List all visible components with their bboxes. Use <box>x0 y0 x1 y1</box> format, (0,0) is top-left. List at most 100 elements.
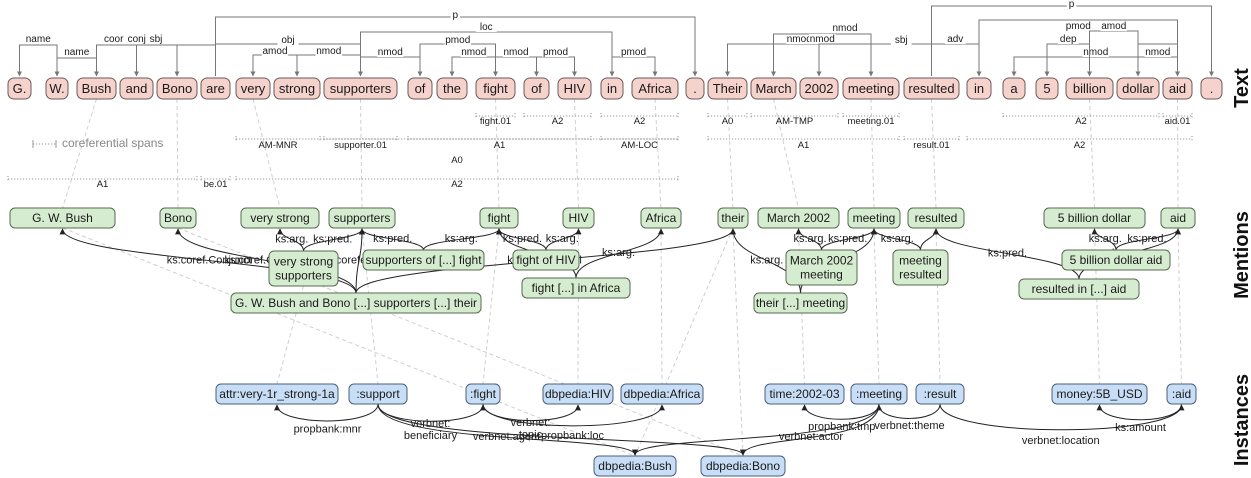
token-supp: supporters <box>323 77 398 100</box>
grounding-link <box>931 98 937 209</box>
dependency-label: nmod <box>810 34 835 45</box>
instance-label: :support <box>356 387 400 401</box>
mention-resulted: resulted <box>907 207 965 229</box>
srl-label: A2 <box>634 116 646 127</box>
mention-supporters: supporters <box>328 207 396 229</box>
instance-bush: dbpedia:Bush <box>593 455 677 477</box>
mention-suppoffight: supporters of [...] fight <box>362 249 485 271</box>
instance-label: :meeting <box>856 387 902 401</box>
mention-label: meeting <box>800 268 843 282</box>
srl-span: A2 <box>235 176 679 190</box>
grounding-link <box>252 98 281 209</box>
srl-label: A2 <box>1074 140 1086 151</box>
mention-label: fight of HIV <box>516 253 575 267</box>
instance-edge: verbnet:actor <box>740 403 880 456</box>
dependency-label: p <box>1069 0 1075 10</box>
token-are: are <box>200 77 231 100</box>
mention-label: very strong <box>250 211 309 225</box>
mention-fightafrica: fight [...] in Africa <box>521 277 631 299</box>
token-label: HIV <box>564 81 586 96</box>
srl-span: AM-LOC <box>600 136 679 151</box>
srl-span: A1 <box>707 136 900 151</box>
mention-5bda: 5 billion dollar aid <box>1061 249 1171 271</box>
mention-edge: ks:pred. <box>359 228 424 251</box>
token-bush: Bush <box>76 77 117 100</box>
mention-edge-label: ks:pred. <box>503 233 542 245</box>
instance-money: money:5B_USD <box>1051 383 1148 405</box>
srl-span: fight.01 <box>475 113 516 127</box>
grounding-link <box>935 227 941 385</box>
token-label: Their <box>713 81 743 96</box>
token-in2: in <box>966 77 992 100</box>
token-label: aid <box>1169 81 1186 96</box>
srl-span: A0 <box>707 113 748 127</box>
instance-label: money:5B_USD <box>1056 387 1142 401</box>
token-label: and <box>126 81 148 96</box>
instance-edge-label: topic <box>519 429 543 441</box>
token-fight: fight <box>475 77 516 100</box>
srl-span: A2 <box>1002 113 1160 127</box>
mention-edge-label: ks:arg. <box>750 255 783 267</box>
dependency-arc: nmod <box>1135 43 1178 77</box>
dependency-label: adv <box>947 34 963 45</box>
srl-label: A0 <box>722 116 734 127</box>
srl-span: aid.01 <box>1162 113 1193 127</box>
instance-edge: ks:amount <box>1096 403 1182 434</box>
token-label: Bono <box>162 81 192 96</box>
mention-bono: Bono <box>159 207 197 229</box>
mention-edge: ks:arg. <box>1089 228 1122 251</box>
dependency-arc: nmod <box>449 47 496 77</box>
srl-label: A1 <box>494 140 506 151</box>
srl-span: A1 <box>407 136 592 151</box>
srl-label: A1 <box>97 179 109 190</box>
instance-bono: dbpedia:Bono <box>700 455 786 477</box>
dependency-arc: nmod <box>294 46 361 77</box>
mention-label: very strong <box>274 255 333 269</box>
token-a: a <box>1002 77 1026 100</box>
token-label: fight <box>483 81 508 96</box>
token-w: W. <box>45 77 69 100</box>
srl-label: result.01 <box>913 140 949 151</box>
srl-span: AM-MNR <box>235 136 321 151</box>
token-label: supporters <box>330 81 392 96</box>
token-dollar: dollar <box>1116 77 1160 100</box>
token-label: . <box>693 81 697 96</box>
mention-edge: ks:pred. <box>821 228 877 251</box>
dependency-label: nmod <box>1083 47 1108 58</box>
mention-meeting: meeting <box>847 207 901 229</box>
token-5: 5 <box>1035 77 1059 100</box>
mention-edge: ks:pred. <box>1115 228 1181 251</box>
token-in1: in <box>600 77 624 100</box>
mention-aid: aid <box>1160 207 1196 229</box>
dependency-label: pmod <box>445 35 470 46</box>
token-label: are <box>206 81 225 96</box>
instance-edge: verbnet:agent <box>377 403 638 456</box>
mention-edge-label: ks:arg. <box>881 233 914 245</box>
mention-edge <box>920 228 939 251</box>
instance-aid: :aid <box>1166 383 1197 405</box>
dependency-label: nmod <box>1145 47 1170 58</box>
mention-label: G. W. Bush <box>32 211 93 225</box>
legend: coreferential spans <box>32 136 163 150</box>
mention-label: resulted in [...] aid <box>1032 282 1127 296</box>
dependency-label: nmod <box>503 47 528 58</box>
mention-verystrong: very strong <box>240 207 320 229</box>
mention-gwbush: G. W. Bush <box>9 207 116 229</box>
mention-hiv: HIV <box>562 207 595 229</box>
srl-label: A2 <box>552 116 564 127</box>
token-resulted: resulted <box>903 77 960 100</box>
srl-label: AM-TMP <box>776 116 813 127</box>
instance-label: dbpedia:HIV <box>545 387 611 401</box>
instance-attr: attr:very-1r_strong-1a <box>215 383 339 405</box>
grounding-link <box>873 227 880 385</box>
mention-edge: ks:pred. <box>933 228 1080 280</box>
token-g: G. <box>7 77 32 100</box>
srl-span: A0 <box>235 136 679 166</box>
mention-theirmeeting: their [...] meeting <box>753 292 848 314</box>
legend-label: coreferential spans <box>62 136 163 150</box>
instance-edge: verbnet:location <box>939 403 1185 447</box>
dependency-label: pmod <box>621 47 646 58</box>
dependency-arc: sbj <box>868 35 932 77</box>
token-of2: of <box>523 77 550 100</box>
